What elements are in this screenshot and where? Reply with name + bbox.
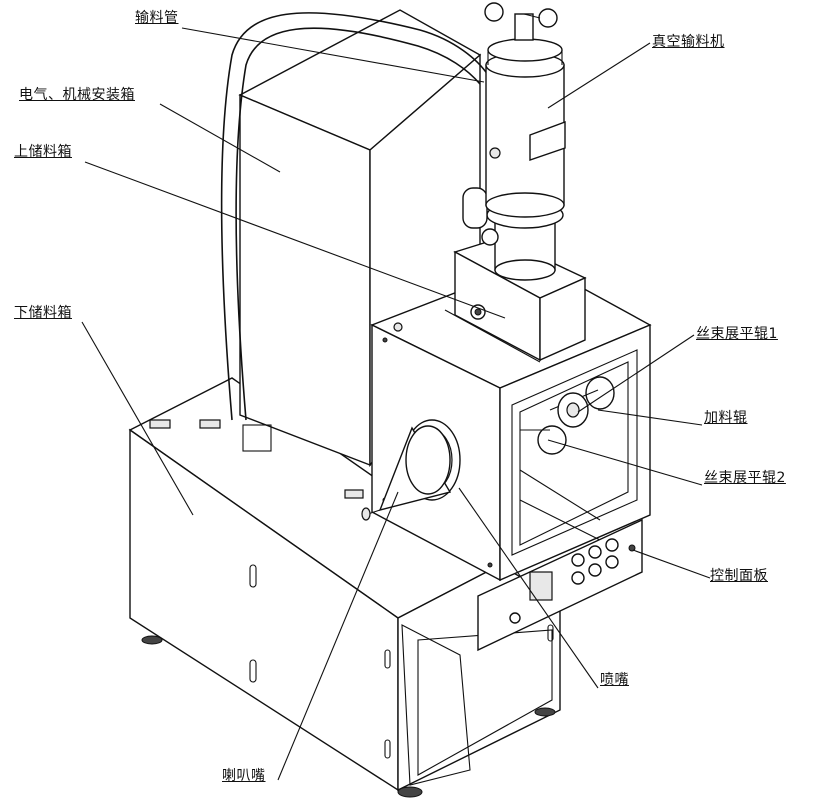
leader-lines: [81, 27, 711, 781]
label-nozzle: 喷嘴: [600, 672, 629, 688]
control-panel-drawing: [477, 518, 643, 652]
label-electrical-mechanical-box: 电气、机械安装箱: [19, 87, 135, 103]
label-lower-storage-box: 下储料箱: [14, 305, 72, 321]
label-tow-spreading-roller-2: 丝束展平辊2: [704, 470, 786, 486]
label-feed-roller: 加料辊: [704, 410, 748, 426]
label-upper-storage-box: 上储料箱: [14, 144, 72, 160]
label-vacuum-feeder: 真空输料机: [652, 34, 725, 50]
label-tow-spreading-roller-1: 丝束展平辊1: [696, 326, 778, 342]
label-feed-pipe: 输料管: [135, 10, 179, 26]
feed-pipe: [220, 12, 489, 421]
label-horn-nozzle: 喇叭嘴: [222, 768, 266, 784]
vacuum-feeder: [462, 2, 566, 281]
label-control-panel: 控制面板: [710, 568, 768, 584]
